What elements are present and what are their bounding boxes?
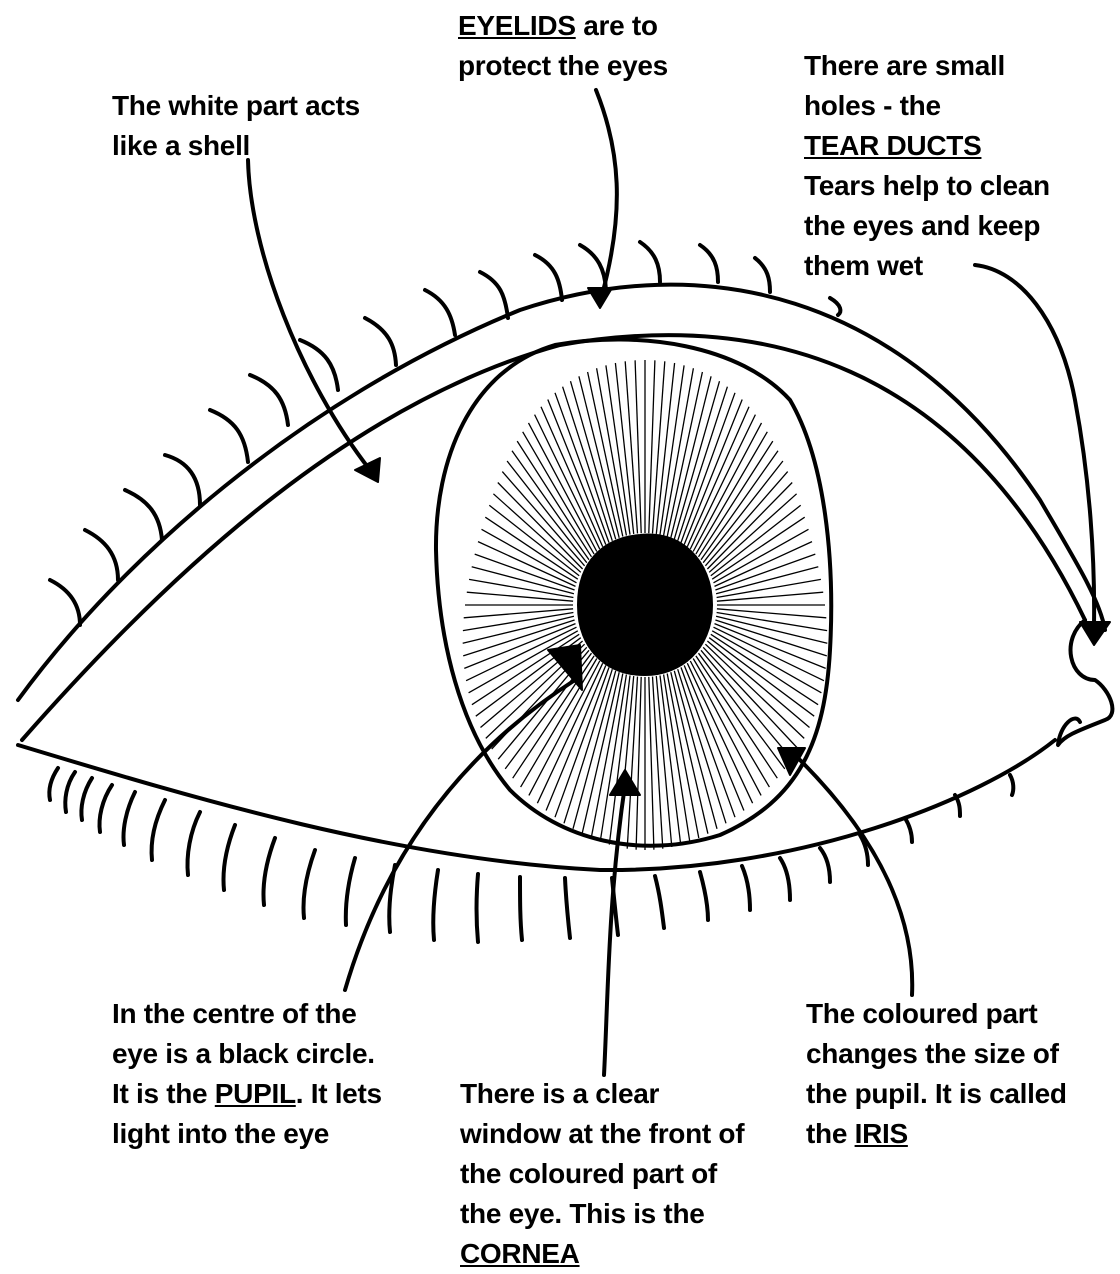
iris-ray bbox=[653, 677, 663, 849]
iris-ray bbox=[717, 579, 821, 597]
upper-eyelid-inner bbox=[22, 335, 1085, 740]
iris-ray bbox=[627, 677, 637, 849]
label-white-part-line1: The white part acts bbox=[112, 86, 360, 126]
iris-ray bbox=[707, 641, 809, 728]
arrowhead-cornea bbox=[610, 770, 640, 795]
iris-ray bbox=[664, 368, 694, 535]
arrow-iris bbox=[800, 760, 912, 995]
upper-eyelid-outer bbox=[18, 285, 1105, 700]
label-pupil-line1: In the centre of the bbox=[112, 994, 382, 1034]
iris-ray bbox=[709, 638, 814, 717]
iris-ray bbox=[469, 579, 573, 597]
label-tear-ducts-line1: There are small bbox=[804, 46, 1050, 86]
iris-ray bbox=[703, 647, 798, 749]
label-tear-ducts-line2: holes - the bbox=[804, 86, 1050, 126]
label-eyelids: EYELIDS are to protect the eyes bbox=[458, 6, 668, 86]
label-eyelids-line1: are to bbox=[576, 10, 658, 41]
arrow-tear-ducts bbox=[975, 265, 1094, 625]
arrowhead-tear-ducts bbox=[1080, 622, 1110, 645]
iris-ray bbox=[478, 542, 576, 587]
label-cornea-line2: window at the front of bbox=[460, 1114, 744, 1154]
arrow-cornea bbox=[604, 785, 625, 1075]
arrow-pupil bbox=[345, 680, 575, 990]
iris-ray bbox=[717, 609, 826, 618]
label-tear-ducts-line5: the eyes and keep bbox=[804, 206, 1050, 246]
iris-ray bbox=[529, 661, 600, 795]
label-pupil-line2: eye is a black circle. bbox=[112, 1034, 382, 1074]
iris-ray bbox=[555, 393, 609, 543]
iris-ray bbox=[715, 542, 813, 587]
label-iris-line3: the pupil. It is called bbox=[806, 1074, 1067, 1114]
label-pupil-line4: light into the eye bbox=[112, 1114, 382, 1154]
label-white-part-line2: like a shell bbox=[112, 126, 360, 166]
lower-eyelashes bbox=[49, 768, 1013, 942]
label-pupil: In the centre of the eye is a black circ… bbox=[112, 994, 382, 1154]
pupil bbox=[578, 534, 712, 675]
iris-ray bbox=[636, 677, 641, 850]
iris-ray bbox=[701, 650, 792, 759]
iris-ray bbox=[667, 674, 699, 839]
label-iris-line1: The coloured part bbox=[806, 994, 1067, 1034]
label-white-part: The white part acts like a shell bbox=[112, 86, 360, 166]
iris-ray bbox=[703, 461, 783, 563]
tear-duct-corner bbox=[1058, 620, 1112, 745]
iris-ray bbox=[690, 661, 761, 795]
term-cornea: CORNEA bbox=[460, 1238, 580, 1269]
iris-ray bbox=[546, 665, 606, 810]
iris-ray bbox=[485, 517, 578, 579]
iris-ray bbox=[717, 592, 823, 601]
iris-ray bbox=[649, 677, 654, 850]
iris-ray bbox=[467, 592, 573, 601]
label-eyelids-line2: protect the eyes bbox=[458, 46, 668, 86]
label-cornea: There is a clear window at the front of … bbox=[460, 1074, 744, 1274]
iris-ray bbox=[507, 461, 587, 563]
label-iris-line4-pre: the bbox=[806, 1118, 855, 1149]
iris-ray bbox=[715, 620, 826, 656]
iris-ray bbox=[597, 368, 627, 535]
term-pupil: PUPIL bbox=[215, 1078, 296, 1109]
label-pupil-line3-pre: It is the bbox=[112, 1078, 215, 1109]
iris-ray bbox=[716, 616, 827, 643]
iris-ray bbox=[712, 517, 805, 579]
iris-ray bbox=[678, 669, 726, 823]
label-tear-ducts-line4: Tears help to clean bbox=[804, 166, 1050, 206]
iris-ray bbox=[502, 472, 584, 566]
label-tear-ducts: There are small holes - the TEAR DUCTS T… bbox=[804, 46, 1050, 286]
term-iris: IRIS bbox=[855, 1118, 908, 1149]
term-tear-ducts: TEAR DUCTS bbox=[804, 130, 981, 161]
iris-ray bbox=[463, 616, 574, 643]
term-eyelids: EYELIDS bbox=[458, 10, 576, 41]
label-cornea-line3: the coloured part of bbox=[460, 1154, 744, 1194]
iris-ray bbox=[463, 613, 574, 631]
label-tear-ducts-line6: them wet bbox=[804, 246, 1050, 286]
iris-ray bbox=[591, 674, 623, 839]
label-iris-line2: changes the size of bbox=[806, 1034, 1067, 1074]
arrowhead-white-part bbox=[355, 458, 380, 482]
iris-ray bbox=[717, 613, 828, 631]
label-cornea-line1: There is a clear bbox=[460, 1074, 744, 1114]
iris-ray bbox=[684, 665, 744, 810]
label-pupil-line3-post: . It lets bbox=[296, 1078, 382, 1109]
iris-ray bbox=[656, 676, 672, 847]
iris-ray bbox=[564, 669, 612, 823]
label-cornea-line4: the eye. This is the bbox=[460, 1194, 744, 1234]
iris-ray bbox=[681, 393, 735, 543]
iris-ray bbox=[464, 609, 573, 618]
label-iris: The coloured part changes the size of th… bbox=[806, 994, 1067, 1154]
arrowhead-eyelids bbox=[588, 288, 612, 308]
iris-ray bbox=[705, 472, 787, 566]
